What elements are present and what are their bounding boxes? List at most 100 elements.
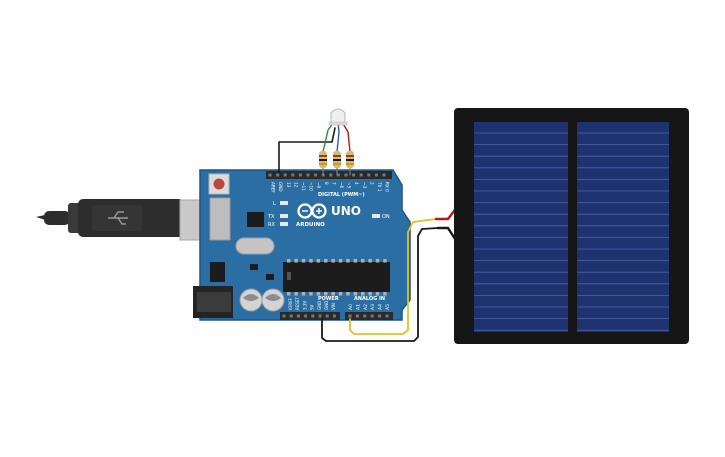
power-pin[interactable] — [282, 314, 286, 318]
digital-pin-label: 13 — [286, 182, 291, 188]
analog-pin-label: A0 — [348, 304, 354, 310]
chip-pin — [294, 259, 298, 263]
analog-pin[interactable] — [363, 314, 367, 318]
resistor[interactable] — [319, 151, 327, 168]
digital-pin-label: 2 — [369, 182, 374, 185]
board-model-label: UNO — [331, 204, 361, 218]
digital-pin[interactable] — [329, 173, 333, 177]
digital-pin[interactable] — [276, 173, 280, 177]
board-usb-connector — [209, 197, 231, 241]
power-pin[interactable] — [289, 314, 293, 318]
digital-pin-label: TX 1 — [377, 181, 382, 192]
chip-pin — [301, 292, 306, 296]
analog-pin[interactable] — [355, 314, 359, 318]
power-pin[interactable] — [318, 314, 322, 318]
chip-pin — [324, 292, 328, 296]
dc-power-jack[interactable] — [193, 286, 233, 318]
led-l — [280, 201, 288, 205]
wire-black-gnd[interactable] — [321, 227, 439, 342]
digital-pin[interactable] — [291, 173, 295, 177]
usb-cable-boot — [44, 211, 70, 225]
analog-pin[interactable] — [378, 314, 382, 318]
chip-pin — [353, 259, 358, 263]
chip-pin — [338, 259, 343, 263]
chip-pin — [375, 292, 380, 296]
led-on-label: ON — [382, 214, 390, 220]
digital-pin[interactable] — [298, 173, 302, 177]
chip-pin — [331, 292, 335, 296]
panel-lead-red[interactable] — [434, 205, 459, 221]
atmega328p-chip — [283, 259, 390, 296]
wire-blue-led-leg[interactable] — [336, 121, 340, 153]
chip-pin — [301, 259, 306, 263]
power-pin-header[interactable] — [280, 312, 340, 320]
led-rx-label: RX — [268, 222, 275, 228]
power-pin[interactable] — [311, 314, 315, 318]
reset-button[interactable] — [208, 173, 230, 195]
digital-pin-header[interactable] — [266, 171, 392, 179]
power-pin[interactable] — [332, 314, 336, 318]
wire-gnd-led[interactable] — [278, 127, 336, 173]
digital-pin[interactable] — [336, 173, 340, 177]
digital-pin[interactable] — [306, 173, 310, 177]
capacitor — [261, 288, 285, 312]
analog-pin-label: A4 — [378, 304, 384, 310]
digital-pin-label: ~6 — [339, 182, 344, 189]
digital-pin[interactable] — [283, 173, 287, 177]
analog-pin[interactable] — [385, 314, 389, 318]
usb-cable[interactable] — [36, 199, 219, 241]
digital-pin[interactable] — [314, 173, 318, 177]
resistor[interactable] — [333, 151, 341, 168]
digital-pin-label: 4 — [354, 182, 359, 185]
usb-symbol-icon — [108, 211, 128, 225]
chip-pin — [383, 259, 387, 263]
analog-pin-label: A5 — [385, 304, 391, 310]
chip-pin — [368, 292, 372, 296]
analog-pin[interactable] — [370, 314, 374, 318]
led-rx — [280, 222, 288, 226]
power-pin[interactable] — [296, 314, 300, 318]
chip-pin — [316, 259, 321, 263]
analog-pin[interactable] — [348, 314, 352, 318]
rgb-led[interactable] — [328, 108, 348, 126]
digital-pin[interactable] — [344, 173, 348, 177]
digital-pin-label: 7 — [331, 182, 336, 185]
digital-pin[interactable] — [374, 173, 378, 177]
chip-pin — [287, 292, 291, 296]
solar-panel[interactable] — [454, 108, 689, 344]
digital-pin-label: RX 0 — [385, 182, 390, 192]
led-tx-label: TX — [267, 214, 275, 220]
digital-pin[interactable] — [359, 173, 363, 177]
chip-pin — [331, 259, 335, 263]
digital-pin[interactable] — [352, 173, 356, 177]
chip-pin — [324, 259, 328, 263]
digital-header-label: DIGITAL (PWM~) — [318, 192, 365, 198]
resistor[interactable] — [346, 151, 354, 168]
chip-pin — [383, 292, 387, 296]
digital-pin[interactable] — [268, 173, 272, 177]
power-pin-label: 5V — [310, 304, 315, 310]
digital-pin[interactable] — [367, 173, 371, 177]
digital-pin[interactable] — [382, 173, 386, 177]
chip-pin — [309, 292, 313, 296]
chip-pin — [287, 259, 291, 263]
wire-yellow-a0[interactable] — [349, 218, 437, 335]
wire-red-led-leg[interactable] — [341, 121, 351, 153]
chip-pin — [361, 292, 365, 296]
arduino-logo-symbols — [302, 208, 322, 214]
arduino-logo-icon — [297, 203, 327, 219]
analog-pin-label: A1 — [355, 304, 361, 310]
led-l-label: L — [273, 201, 276, 207]
digital-pin-label: ~10 — [309, 182, 314, 191]
power-pin[interactable] — [304, 314, 308, 318]
digital-pin-label: 8 — [324, 182, 329, 185]
smd-component — [266, 274, 274, 280]
power-pin-label: IOREF — [288, 297, 293, 310]
digital-pin-label: ~3 — [362, 182, 367, 189]
digital-pin-label: AREF — [271, 182, 276, 193]
analog-pin-header[interactable] — [345, 312, 393, 320]
power-pin[interactable] — [325, 314, 329, 318]
chip-pin — [353, 292, 358, 296]
